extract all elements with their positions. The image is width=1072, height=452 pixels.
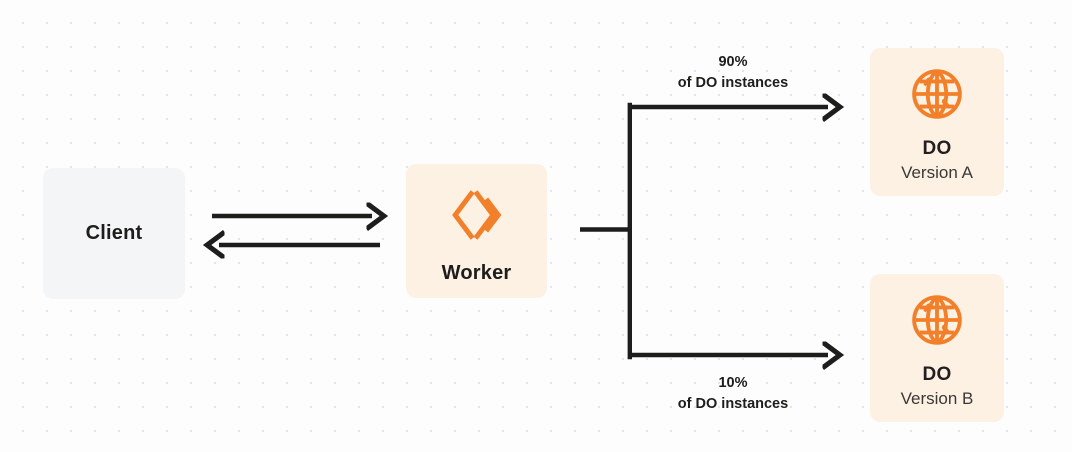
node-worker[interactable]: Worker bbox=[406, 164, 547, 298]
globe-icon bbox=[909, 66, 965, 122]
do-a-subtitle: Version A bbox=[901, 162, 973, 182]
do-b-subtitle: Version B bbox=[900, 388, 974, 408]
node-do-version-b[interactable]: DO Version B bbox=[870, 274, 1004, 422]
edge-label-do-b: 10% of DO instances bbox=[627, 373, 839, 415]
cloudflare-workers-icon bbox=[446, 184, 508, 246]
do-a-title: DO bbox=[922, 137, 952, 159]
node-do-version-a[interactable]: DO Version A bbox=[870, 48, 1004, 196]
do-b-title: DO bbox=[922, 363, 952, 385]
edge-label-do-a-description: of DO instances bbox=[677, 75, 789, 92]
client-label: Client bbox=[85, 222, 143, 244]
worker-label: Worker bbox=[441, 261, 512, 284]
edge-label-do-a-percent: 90% bbox=[718, 54, 748, 70]
node-client[interactable]: Client bbox=[43, 168, 185, 299]
globe-icon bbox=[909, 292, 965, 348]
edge-label-do-b-percent: 10% bbox=[718, 375, 748, 391]
edge-label-do-a: 90% of DO instances bbox=[627, 52, 839, 94]
edge-label-do-b-description: of DO instances bbox=[677, 396, 789, 413]
